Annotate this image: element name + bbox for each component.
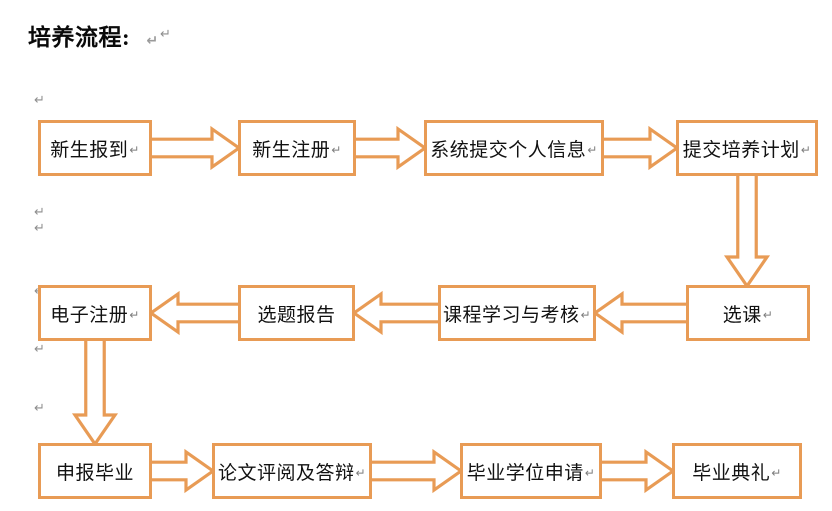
flow-arrow-n4-to-n5 (723, 172, 771, 289)
flow-arrow-n7-to-n8 (148, 290, 242, 336)
mark-after-title: ↵ (160, 27, 171, 42)
flow-node-text: 新生注册 (252, 139, 331, 161)
flow-node-text: 论文评阅及答辩 (217, 462, 355, 484)
title-paragraph-mark: ↵ (146, 33, 159, 49)
flow-node-n4[interactable]: 提交培养计划↵ (676, 120, 818, 176)
flow-node-paragraph-mark: ↵ (800, 142, 812, 157)
flow-node-n6[interactable]: 课程学习与考核↵ (438, 285, 596, 341)
flow-node-paragraph-mark: ↵ (584, 465, 596, 480)
flow-arrow-n2-to-n3 (352, 125, 428, 171)
mark-line-3: ↵ (34, 205, 45, 220)
flow-node-label: 毕业典礼↵ (692, 458, 782, 485)
flow-node-text: 课程学习与考核 (442, 304, 580, 326)
flow-node-text: 选题报告 (257, 304, 336, 326)
flow-node-text: 毕业典礼 (692, 462, 771, 484)
mark-line-6: ↵ (34, 342, 45, 357)
page-title-text: 培养流程: (28, 25, 131, 50)
flow-node-n10[interactable]: 论文评阅及答辩↵ (212, 443, 372, 499)
flow-node-text: 系统提交个人信息 (430, 139, 587, 161)
flow-arrow-n9-to-n10 (148, 448, 216, 494)
mark-line-2: ↵ (34, 93, 45, 108)
flow-arrow-n1-to-n2 (148, 125, 242, 171)
flow-node-paragraph-mark: ↵ (355, 465, 367, 480)
flow-node-paragraph-mark: ↵ (771, 465, 782, 480)
flow-node-paragraph-mark: ↵ (587, 142, 598, 157)
flow-node-n11[interactable]: 毕业学位申请↵ (460, 443, 602, 499)
flow-arrow-n3-to-n4 (600, 125, 680, 171)
flow-node-label: 论文评阅及答辩↵ (218, 458, 366, 485)
flow-node-n5[interactable]: 选课↵ (686, 285, 810, 341)
flow-node-n3[interactable]: 系统提交个人信息↵ (424, 120, 604, 176)
flow-node-n2[interactable]: 新生注册↵ (238, 120, 356, 176)
flow-node-label: 申报毕业 (56, 458, 134, 485)
flow-node-label: 提交培养计划↵ (683, 135, 812, 162)
flow-node-text: 电子注册 (50, 304, 129, 326)
flow-arrow-n5-to-n6 (592, 290, 690, 336)
flow-node-n8[interactable]: 电子注册↵ (38, 285, 152, 341)
flow-node-n7[interactable]: 选题报告 (238, 285, 355, 341)
flow-node-text: 毕业学位申请 (466, 462, 584, 484)
mark-line-7: ↵ (34, 401, 45, 416)
flow-node-label: 选题报告 (257, 300, 335, 327)
flow-node-label: 课程学习与考核↵ (443, 300, 591, 327)
flow-node-text: 提交培养计划 (682, 139, 800, 161)
page-title: 培养流程: ↵ (28, 18, 159, 52)
flow-node-paragraph-mark: ↵ (129, 307, 140, 322)
flow-node-label: 毕业学位申请↵ (467, 458, 596, 485)
flow-arrow-n11-to-n12 (598, 448, 676, 494)
mark-line-4: ↵ (34, 221, 45, 236)
flow-node-text: 申报毕业 (55, 462, 134, 484)
flow-node-paragraph-mark: ↵ (331, 142, 342, 157)
flow-node-n9[interactable]: 申报毕业 (38, 443, 152, 499)
flow-node-paragraph-mark: ↵ (580, 307, 592, 322)
flow-node-label: 新生报到↵ (50, 135, 140, 162)
flow-arrow-n8-to-n9 (71, 337, 119, 447)
flow-arrow-n10-to-n11 (368, 448, 464, 494)
flow-node-label: 新生注册↵ (252, 135, 342, 162)
flow-node-text: 新生报到 (50, 139, 129, 161)
flow-node-n1[interactable]: 新生报到↵ (38, 120, 152, 176)
flow-node-paragraph-mark: ↵ (129, 142, 140, 157)
flow-node-text: 选课 (722, 304, 762, 326)
flow-node-label: 选课↵ (723, 300, 774, 327)
flow-node-n12[interactable]: 毕业典礼↵ (672, 443, 802, 499)
flow-node-label: 电子注册↵ (50, 300, 140, 327)
flow-arrow-n6-to-n7 (351, 290, 442, 336)
flow-node-label: 系统提交个人信息↵ (430, 135, 598, 162)
flow-node-paragraph-mark: ↵ (762, 307, 774, 322)
